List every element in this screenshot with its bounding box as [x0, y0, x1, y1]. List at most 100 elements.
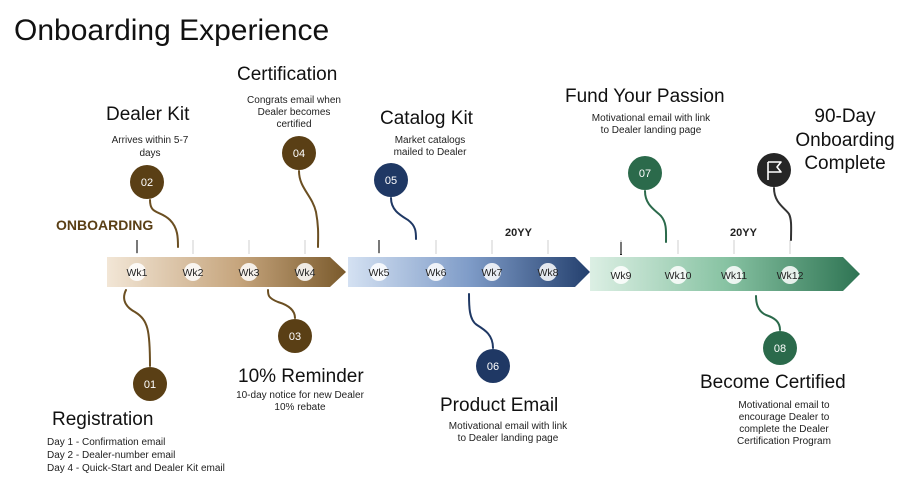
milestone-title-07: Fund Your Passion	[565, 86, 725, 107]
milestone-detail-07-2: to Dealer landing page	[601, 125, 702, 136]
milestone-title-06: Product Email	[440, 395, 558, 416]
milestone-detail-04-1: Congrats email when	[247, 95, 341, 106]
milestone-03: 03	[278, 319, 312, 353]
milestone-detail-08-1: Motivational email to	[738, 400, 830, 411]
connector-7	[644, 190, 668, 243]
milestone-02: 02	[130, 165, 164, 199]
milestone-detail-05-2: mailed to Dealer	[394, 147, 467, 158]
flag-icon	[767, 161, 782, 180]
week-dot	[781, 266, 799, 284]
week-label-9: Wk9	[611, 270, 632, 282]
connector-9	[773, 187, 793, 241]
week-label-6: Wk6	[426, 267, 447, 279]
phase-label: ONBOARDING	[56, 217, 153, 233]
year-label-2: 20YY	[730, 227, 758, 239]
week-dot	[427, 263, 445, 281]
milestone-detail-03-2: 10% rebate	[274, 402, 326, 413]
phase-arrow-1	[107, 257, 346, 287]
milestone-number: 02	[141, 177, 153, 189]
milestone-circle	[374, 163, 408, 197]
final-title-line-2: Onboarding	[795, 130, 894, 151]
milestone-title-05: Catalog Kit	[380, 108, 474, 129]
week-label-12: Wk12	[777, 270, 804, 282]
milestone-detail-01-1: Day 1 - Confirmation email	[47, 437, 165, 448]
milestone-detail-04-2: Dealer becomes	[258, 107, 331, 118]
week-dot	[296, 263, 314, 281]
milestone-08: 08	[763, 331, 797, 365]
milestone-07: 07	[628, 156, 662, 190]
week-label-3: Wk3	[239, 267, 260, 279]
week-label-7: Wk7	[482, 267, 503, 279]
milestone-detail-01-3: Day 4 - Quick-Start and Dealer Kit email	[47, 463, 225, 474]
milestone-final	[757, 153, 791, 187]
milestone-detail-07-1: Motivational email with link	[592, 113, 711, 124]
week-dot	[370, 263, 388, 281]
milestone-circle	[757, 153, 791, 187]
week-dot	[539, 263, 557, 281]
connector-4	[298, 170, 320, 248]
connector-3	[267, 289, 296, 319]
milestone-title-08: Become Certified	[700, 372, 846, 393]
phase-arrow-2	[348, 257, 590, 287]
milestone-circle	[282, 136, 316, 170]
milestone-circle	[133, 367, 167, 401]
milestone-title-04: Certification	[237, 64, 337, 85]
connectors	[123, 170, 793, 367]
week-dot	[483, 263, 501, 281]
connector-8	[755, 295, 781, 331]
week-dot	[240, 263, 258, 281]
week-dot	[669, 266, 687, 284]
milestone-detail-03-1: 10-day notice for new Dealer	[236, 390, 365, 401]
milestone-circle	[278, 319, 312, 353]
milestone-number: 06	[487, 361, 499, 373]
milestone-04: 04	[282, 136, 316, 170]
week-dot	[184, 263, 202, 281]
week-label-8: Wk8	[538, 267, 559, 279]
milestone-number: 01	[144, 379, 156, 391]
final-title-line-3: Complete	[804, 153, 885, 174]
milestone-detail-06-2: to Dealer landing page	[458, 433, 559, 444]
milestone-circle	[628, 156, 662, 190]
milestone-detail-01-2: Day 2 - Dealer-number email	[47, 450, 175, 461]
milestone-circle	[130, 165, 164, 199]
milestone-06: 06	[476, 349, 510, 383]
milestone-circle	[476, 349, 510, 383]
year-label-1: 20YY	[505, 227, 533, 239]
milestone-circle	[763, 331, 797, 365]
milestone-detail-05-1: Market catalogs	[395, 135, 466, 146]
milestone-detail-08-3: complete the Dealer	[739, 424, 829, 435]
page-title: Onboarding Experience	[14, 14, 329, 47]
milestone-title-02: Dealer Kit	[106, 104, 190, 125]
milestone-number: 07	[639, 168, 651, 180]
milestone-detail-02-1: Arrives within 5-7	[112, 135, 189, 146]
milestone-detail-04-3: certified	[276, 119, 311, 130]
milestone-05: 05	[374, 163, 408, 197]
week-label-5: Wk5	[369, 267, 390, 279]
milestone-title-01: Registration	[52, 409, 153, 430]
connector-5	[390, 197, 417, 240]
week-label-11: Wk11	[721, 270, 747, 282]
week-dot	[725, 266, 743, 284]
connector-6	[468, 293, 494, 349]
milestone-title-03: 10% Reminder	[238, 366, 364, 387]
milestone-detail-08-2: encourage Dealer to	[739, 412, 830, 423]
milestone-detail-08-4: Certification Program	[737, 436, 831, 447]
week-label-10: Wk10	[665, 270, 692, 282]
week-label-4: Wk4	[295, 267, 316, 279]
milestone-detail-02-2: days	[139, 148, 160, 159]
milestone-number: 04	[293, 148, 305, 160]
milestone-number: 03	[289, 331, 301, 343]
milestone-number: 08	[774, 343, 786, 355]
final-title-line-1: 90-Day	[814, 106, 876, 127]
connector-2	[149, 199, 179, 248]
connector-1	[123, 289, 151, 367]
week-dot	[128, 263, 146, 281]
week-dot	[612, 266, 630, 284]
week-label-2: Wk2	[183, 267, 204, 279]
milestone-detail-06-1: Motivational email with link	[449, 421, 568, 432]
milestone-number: 05	[385, 175, 397, 187]
